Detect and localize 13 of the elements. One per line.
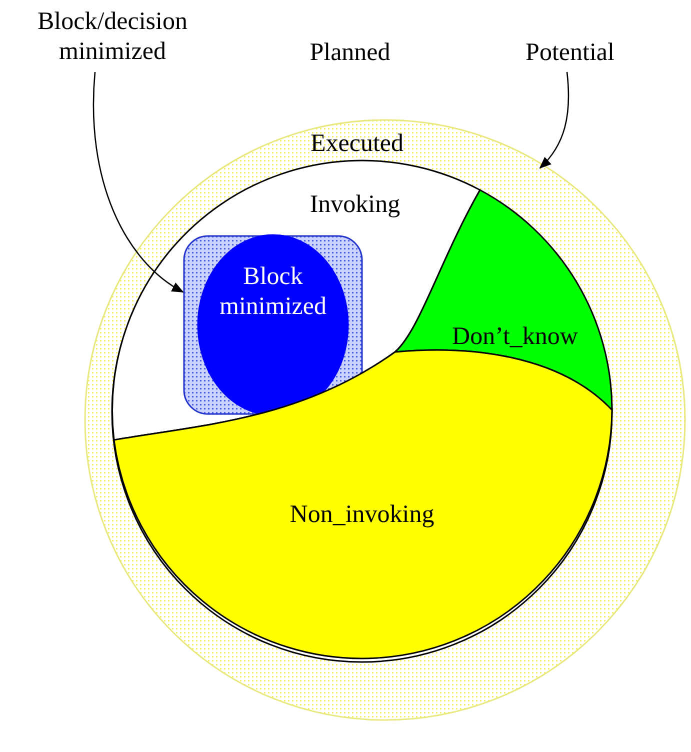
region-label: Don’t_know bbox=[451, 322, 579, 352]
callout-text: Potential bbox=[524, 38, 616, 68]
block-minimized-circle bbox=[198, 235, 348, 415]
callout-text: Block/decision minimized bbox=[36, 7, 188, 67]
region-label: Invoking bbox=[308, 190, 402, 220]
region-label: Non_invoking bbox=[288, 500, 436, 530]
dotted-rounded-square bbox=[183, 235, 363, 415]
leader-line bbox=[539, 72, 570, 169]
dotted-outer-circle bbox=[85, 120, 685, 720]
region-label: Executed bbox=[309, 129, 404, 159]
region-label: Block minimized bbox=[218, 262, 328, 322]
leader-line bbox=[92, 72, 184, 293]
callout-text: Planned bbox=[308, 38, 392, 68]
